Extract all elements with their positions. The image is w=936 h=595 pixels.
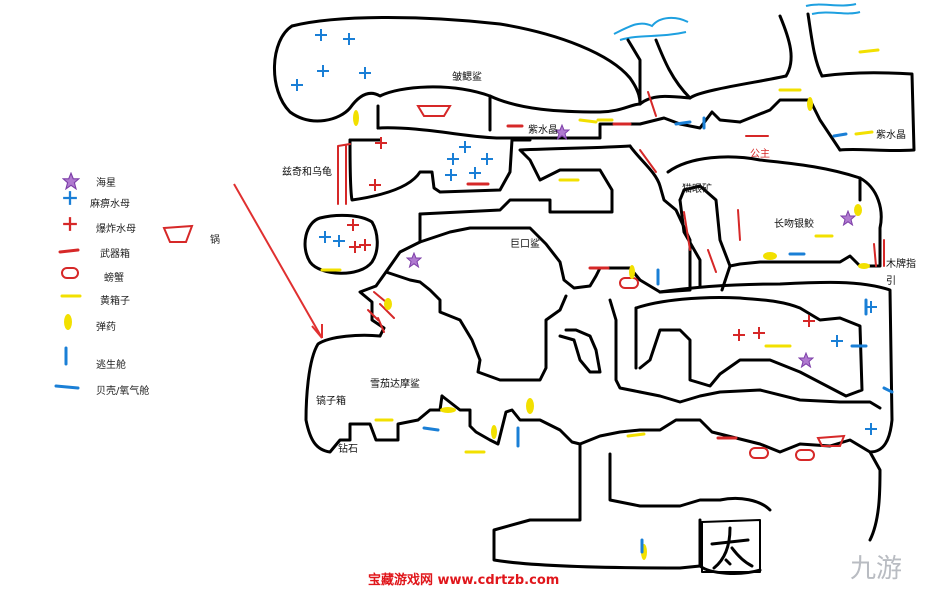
label-longnose-chimaera: 长吻银鲛 xyxy=(774,219,814,230)
legend-yellow-box: 黄箱子 xyxy=(100,296,130,307)
legend-ammo: 弹药 xyxy=(96,322,116,333)
label-diamond: 钻石 xyxy=(338,444,358,455)
label-cigar-shark: 雪茄达摩鲨 xyxy=(370,379,420,390)
label-princess: 公主 xyxy=(750,149,770,160)
crab-markers xyxy=(61,267,815,461)
legend-shell-oxygen: 贝壳/氧气舱 xyxy=(96,386,150,397)
tai-character xyxy=(710,526,754,570)
legend-paralyze-jelly: 麻痹水母 xyxy=(90,199,130,210)
label-amethyst-2: 紫水晶 xyxy=(876,130,906,141)
legend-crab-swatch xyxy=(61,267,79,279)
door-barriers xyxy=(337,91,885,333)
starfish-markers xyxy=(62,124,856,368)
legend-weapon-box: 武器箱 xyxy=(100,249,130,260)
legend-pot: 锅 xyxy=(210,235,220,246)
ammo-markers xyxy=(64,97,870,560)
label-cats-eye: 猫眼矿 xyxy=(682,184,712,195)
watermark-text: 宝藏游戏网 www.cdrtzb.com xyxy=(368,573,560,588)
legend-explode-jelly: 爆炸水母 xyxy=(96,224,136,235)
shell-markers xyxy=(54,120,894,432)
jiuyou-logo: 九游 xyxy=(850,548,902,585)
legend-pot-swatch xyxy=(162,224,194,243)
label-zoe-turtle: 兹奇和乌龟 xyxy=(282,167,332,178)
pot-markers xyxy=(162,105,846,447)
cave-walls xyxy=(273,12,916,575)
weapon-box-markers xyxy=(58,122,738,440)
label-frilled-shark: 皱鳃鲨 xyxy=(452,72,482,83)
label-wooden-sign: 木牌指 xyxy=(886,259,916,270)
legend-crab: 螃蟹 xyxy=(104,273,124,284)
label-megamouth: 巨口鲨 xyxy=(510,239,540,250)
surface-water xyxy=(613,3,861,41)
legend-starfish: 海星 xyxy=(96,178,116,189)
legend-escape-pod: 逃生舱 xyxy=(96,360,126,371)
jiuyou-logo-text: 九游 xyxy=(850,554,903,584)
escape-pod-markers xyxy=(64,116,868,554)
pointer-arrow xyxy=(233,183,323,339)
label-pickaxe-box: 镐子箱 xyxy=(316,396,346,407)
yellow-box-markers xyxy=(60,48,880,454)
label-wooden-sign-2: 引 xyxy=(886,276,896,287)
label-amethyst-1: 紫水晶 xyxy=(528,125,558,136)
